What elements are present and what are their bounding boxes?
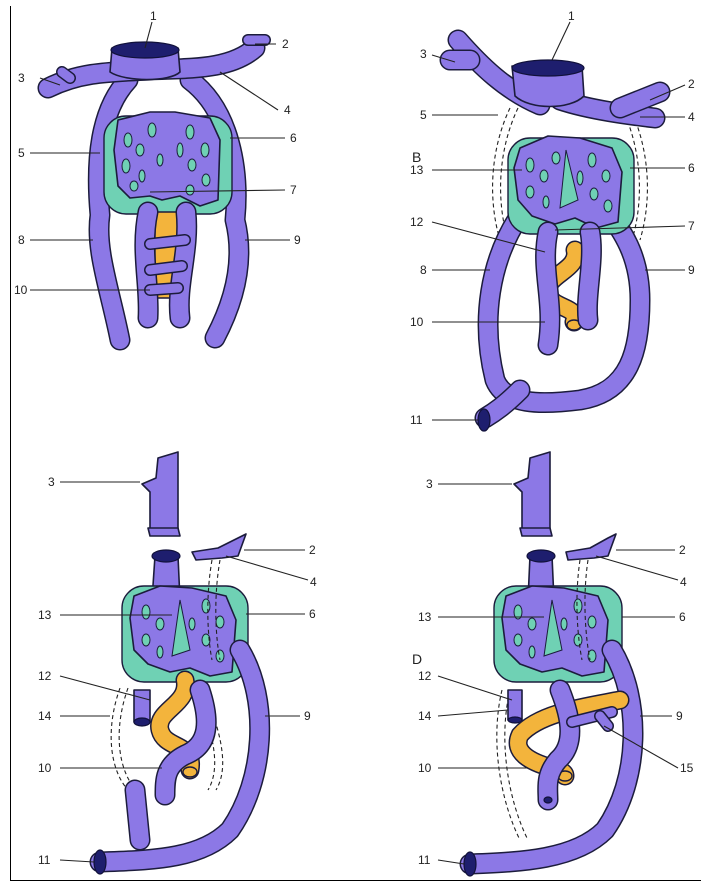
panel-c-drawing [94, 452, 260, 874]
label-b-4: 4 [688, 111, 695, 123]
label-c-12: 12 [38, 670, 51, 682]
label-b-1: 1 [568, 10, 575, 22]
panel-a-drawing [48, 40, 265, 340]
label-d-13: 13 [418, 611, 431, 623]
label-c-13: 13 [38, 609, 51, 621]
label-b-13: 13 [410, 164, 423, 176]
label-d-2: 2 [679, 544, 686, 556]
label-d-6: 6 [679, 611, 686, 623]
panel-letter-d: D [412, 652, 422, 666]
label-a-1: 1 [150, 10, 157, 22]
label-c-6: 6 [309, 608, 316, 620]
label-d-14: 14 [418, 710, 431, 722]
label-c-10: 10 [38, 762, 51, 774]
label-b-11: 11 [410, 414, 422, 426]
sinus-venosus-opening-a [111, 42, 179, 58]
label-d-12: 12 [418, 670, 431, 682]
label-d-11: 11 [418, 854, 430, 866]
label-a-7: 7 [290, 184, 297, 196]
label-c-14: 14 [38, 710, 51, 722]
label-c-9: 9 [304, 710, 311, 722]
label-b-9: 9 [688, 264, 695, 276]
label-b-6: 6 [688, 162, 695, 174]
label-a-6: 6 [290, 132, 297, 144]
label-a-3: 3 [18, 72, 25, 84]
label-b-8: 8 [420, 264, 427, 276]
label-c-2: 2 [309, 544, 316, 556]
label-a-2: 2 [282, 38, 289, 50]
label-a-10: 10 [14, 284, 27, 296]
label-d-4: 4 [680, 576, 687, 588]
sinus-venosus-opening-b [512, 60, 584, 76]
label-d-10: 10 [418, 762, 431, 774]
label-d-9: 9 [676, 710, 683, 722]
label-a-5: 5 [18, 147, 25, 159]
label-b-2: 2 [688, 78, 695, 90]
label-d-3: 3 [426, 478, 433, 490]
panel-d-drawing [464, 452, 633, 876]
label-b-5: 5 [420, 109, 427, 121]
label-d-15: 15 [680, 762, 693, 774]
label-c-11: 11 [38, 854, 50, 866]
label-b-3: 3 [420, 48, 427, 60]
panel-letter-b: B [412, 150, 421, 164]
vein-opening-b [478, 409, 490, 431]
label-c-3: 3 [48, 476, 55, 488]
label-b-7: 7 [688, 220, 695, 232]
label-a-4: 4 [284, 104, 291, 116]
label-b-12: 12 [410, 216, 423, 228]
label-b-10: 10 [410, 316, 423, 328]
label-a-9: 9 [294, 234, 301, 246]
label-c-4: 4 [310, 576, 317, 588]
label-a-8: 8 [18, 234, 25, 246]
